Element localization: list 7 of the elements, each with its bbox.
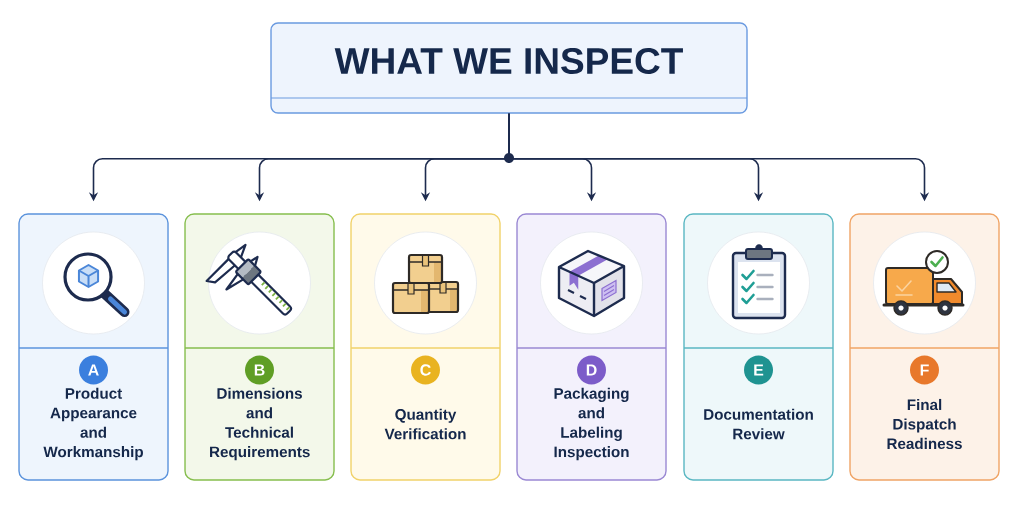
letter-badge: E bbox=[744, 355, 773, 385]
letter-badge: F bbox=[910, 355, 939, 385]
title-box: WHAT WE INSPECT bbox=[270, 22, 748, 114]
letter-badge: B bbox=[245, 355, 274, 385]
letter-badge: C bbox=[411, 355, 440, 385]
letter-badge: A bbox=[79, 355, 108, 385]
letter-badge: D bbox=[577, 355, 606, 385]
